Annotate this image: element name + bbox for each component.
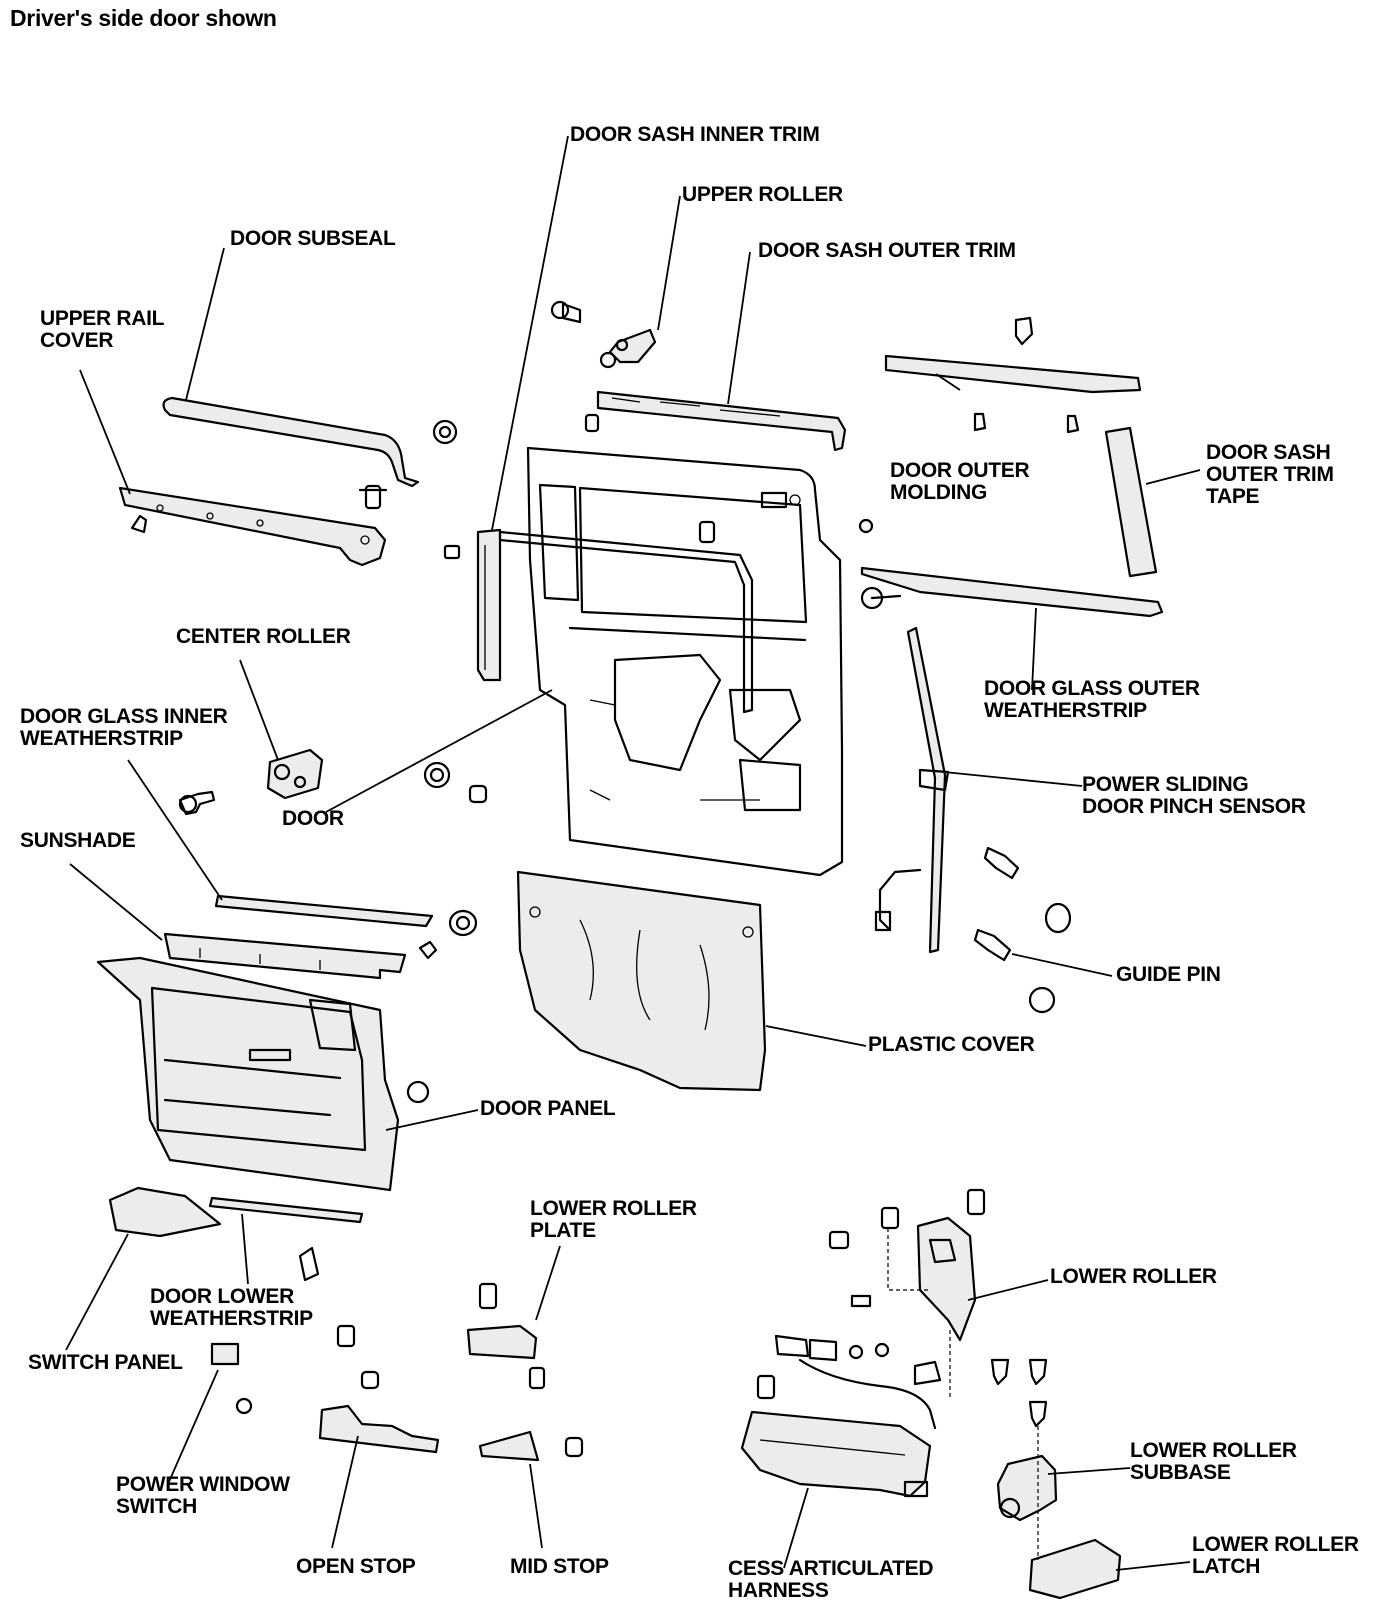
label-lower-roller-subbase: LOWER ROLLER SUBBASE <box>1130 1439 1297 1484</box>
label-power-window-switch: POWER WINDOW SWITCH <box>116 1473 290 1518</box>
label-plastic-cover: PLASTIC COVER <box>868 1033 1035 1056</box>
label-power-sliding-door-pinch-sensor: POWER SLIDING DOOR PINCH SENSOR <box>1082 773 1306 818</box>
label-door-panel: DOOR PANEL <box>480 1097 616 1120</box>
door-glass-inner-weatherstrip-part <box>214 894 434 928</box>
label-door-lower-weatherstrip: DOOR LOWER WEATHERSTRIP <box>150 1285 313 1330</box>
upper-fasteners <box>358 300 600 560</box>
upper-rail-cover-part <box>118 486 387 567</box>
label-guide-pin: GUIDE PIN <box>1116 963 1221 986</box>
label-door-glass-inner-weatherstrip: DOOR GLASS INNER WEATHERSTRIP <box>20 705 228 750</box>
label-lower-roller-plate: LOWER ROLLER PLATE <box>530 1197 697 1242</box>
upper-roller-part <box>599 328 657 369</box>
label-door-sash-outer-trim: DOOR SASH OUTER TRIM <box>758 239 1016 262</box>
sunshade-part <box>163 932 438 980</box>
label-upper-roller: UPPER ROLLER <box>682 183 843 206</box>
door-sash-outer-trim-tape-part <box>1104 426 1158 578</box>
switch-panel-part <box>108 1186 222 1238</box>
label-open-stop: OPEN STOP <box>296 1555 416 1578</box>
label-sunshade: SUNSHADE <box>20 829 136 852</box>
door-sash-outer-trim-part <box>596 390 847 452</box>
label-lower-roller-latch: LOWER ROLLER LATCH <box>1192 1533 1359 1578</box>
stops-and-plate-parts <box>318 1282 584 1462</box>
door-panel-part <box>96 956 430 1192</box>
lower-roller-part <box>828 1188 986 1400</box>
door-glass-outer-weatherstrip-part <box>860 566 1164 618</box>
label-door-glass-outer-weatherstrip: DOOR GLASS OUTER WEATHERSTRIP <box>984 677 1200 722</box>
pinch-sensor-part <box>874 626 950 954</box>
lower-roller-subbase-latch-parts <box>990 1358 1122 1600</box>
label-door-subseal: DOOR SUBSEAL <box>230 227 396 250</box>
door-outer-molding-part <box>884 316 1142 434</box>
label-mid-stop: MID STOP <box>510 1555 609 1578</box>
label-switch-panel: SWITCH PANEL <box>28 1351 183 1374</box>
leader-lines <box>65 135 1201 1571</box>
plastic-cover-part <box>516 870 767 1092</box>
center-roller-part <box>266 748 324 800</box>
label-door-sash-inner-trim: DOOR SASH INNER TRIM <box>570 123 820 146</box>
door-subseal-part <box>162 396 420 488</box>
label-lower-roller: LOWER ROLLER <box>1050 1265 1217 1288</box>
label-door-sash-outer-trim-tape: DOOR SASH OUTER TRIM TAPE <box>1206 441 1334 508</box>
label-cess-articulated-harness: CESS ARTICULATED HARNESS <box>728 1557 934 1602</box>
power-window-switch-part <box>210 1342 253 1415</box>
door-sash-inner-trim-part <box>476 528 754 714</box>
label-door: DOOR <box>282 807 344 830</box>
label-upper-rail-cover: UPPER RAIL COVER <box>40 307 165 352</box>
label-center-roller: CENTER ROLLER <box>176 625 351 648</box>
diagram-title: Driver's side door shown <box>10 5 277 31</box>
middle-fasteners <box>178 518 874 816</box>
label-door-outer-molding: DOOR OUTER MOLDING <box>890 459 1030 504</box>
cess-harness-part <box>740 1334 937 1498</box>
door-lower-weatherstrip-part <box>208 1196 364 1282</box>
guide-pin-parts <box>448 846 1072 1014</box>
door-shell-part <box>526 446 844 877</box>
